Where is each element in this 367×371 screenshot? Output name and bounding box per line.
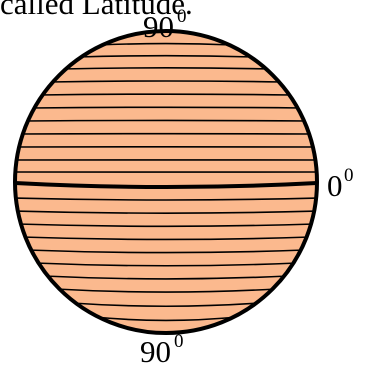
south-pole-label: 90 0 <box>140 331 184 369</box>
north-label-value: 90 <box>143 9 174 44</box>
equator-label-value: 0 <box>327 168 343 203</box>
north-label-degree: 0 <box>177 6 187 27</box>
equator-label-degree: 0 <box>344 165 354 186</box>
south-label-value: 90 <box>140 334 171 369</box>
latitude-line <box>30 107 301 108</box>
latitude-line <box>24 120 308 121</box>
equator-label: 0 0 <box>327 165 354 203</box>
south-label-degree: 0 <box>174 331 184 352</box>
latitude-line <box>39 94 294 95</box>
